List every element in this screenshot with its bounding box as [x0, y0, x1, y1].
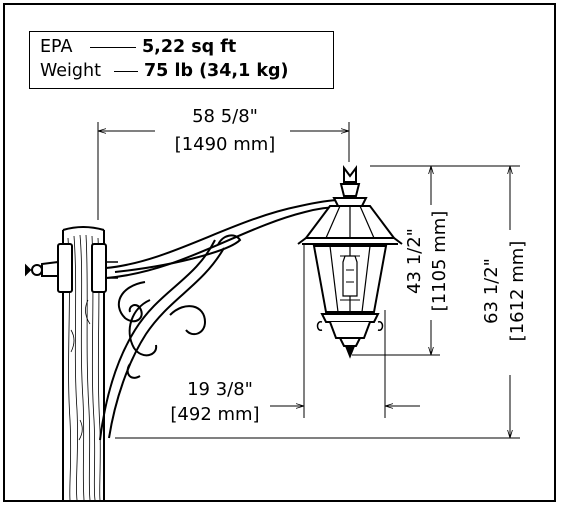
weight-label: Weight	[40, 61, 101, 81]
weight-leader	[114, 70, 138, 72]
arm-length-inches: 58 5/8"	[192, 106, 258, 127]
epa-leader	[90, 46, 136, 48]
lantern-width-inches: 19 3/8"	[187, 379, 253, 400]
lamp-arm	[99, 199, 341, 441]
spec-box: EPA 5,22 sq ft Weight 75 lb (34,1 kg)	[29, 31, 334, 89]
lantern-height-mm: [1105 mm]	[429, 210, 450, 312]
weight-value: 75 lb (34,1 kg)	[144, 61, 289, 81]
epa-label: EPA	[40, 37, 73, 57]
total-height-inches: 63 1/2"	[481, 258, 502, 324]
epa-row: EPA 5,22 sq ft	[40, 35, 236, 59]
weight-row: Weight 75 lb (34,1 kg)	[40, 59, 289, 83]
lantern-width-mm: [492 mm]	[170, 404, 260, 425]
lantern-height-inches: 43 1/2"	[404, 228, 425, 294]
total-height-mm: [1612 mm]	[507, 240, 528, 342]
epa-value: 5,22 sq ft	[142, 37, 237, 57]
pole-bracket	[25, 243, 118, 293]
lantern	[297, 165, 403, 359]
dimension-lines	[97, 122, 520, 439]
arm-length-mm: [1490 mm]	[174, 134, 276, 155]
